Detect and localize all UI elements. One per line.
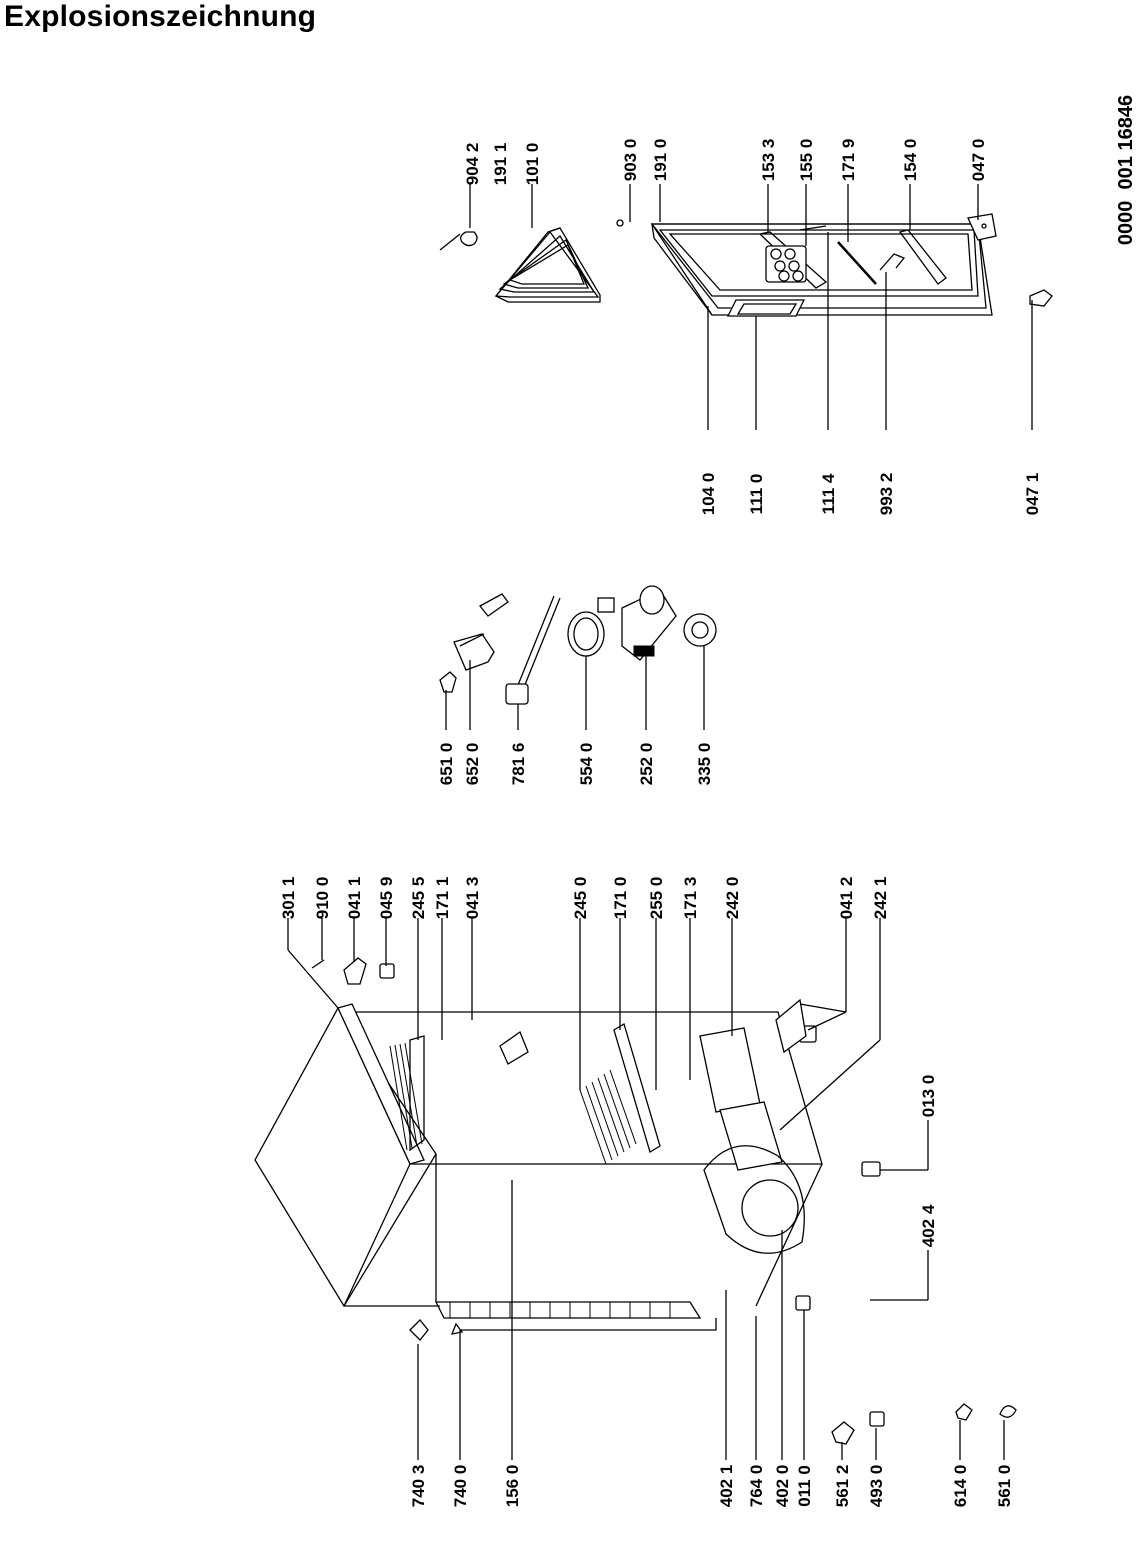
hinge-pin-icon [1029,289,1053,307]
lamp-cover-icon [567,597,615,657]
part-label: 171 1 [433,877,452,920]
part-label: 255 0 [647,877,666,920]
leader-lines [287,184,1033,1460]
part-label: 171 3 [681,877,700,920]
top-small-parts-group [311,957,395,985]
hinge-screw-icon [616,219,624,227]
part-label: 493 0 [867,1465,886,1508]
part-label: 013 0 [919,1075,938,1118]
knob-small-icon [439,671,457,693]
part-label: 111 4 [819,473,838,514]
part-label: 171 9 [839,139,858,182]
part-label: 402 1 [717,1465,736,1508]
door-panel-top [494,227,601,303]
thermostat-icon [453,593,509,671]
part-label: 041 3 [463,877,482,920]
part-label: 156 0 [503,1465,522,1508]
part-label: 191 1 [491,143,510,186]
part-label: 153 3 [759,139,778,182]
control-box-icon [621,585,677,661]
part-label: 047 0 [969,139,988,182]
door-cap-icon [460,231,478,247]
part-label: 402 0 [773,1465,792,1508]
part-label: 740 3 [409,1465,428,1508]
part-label: 651 0 [437,743,456,786]
part-label: 301 1 [279,877,298,920]
part-label: 171 0 [611,877,630,920]
door-main [650,223,993,317]
part-label: 111 0 [747,474,766,515]
part-label: 252 0 [637,743,656,786]
part-label: 904 2 [463,143,482,186]
knob-round-icon [683,613,717,647]
part-label: 561 2 [833,1465,852,1508]
part-label: 245 5 [409,877,428,920]
document-number: 0000 001 16846 [1115,95,1137,245]
door-strip [799,225,827,231]
part-label: 614 0 [951,1465,970,1508]
part-label: 740 0 [451,1465,470,1508]
condenser-clip-icon [409,1319,429,1341]
part-label: 242 1 [871,877,890,920]
part-label: 101 0 [523,143,542,186]
condenser-coil [434,1301,717,1335]
part-label: 245 0 [571,877,590,920]
capillary-tube-icon [505,595,561,705]
part-label: 047 1 [1023,473,1042,516]
part-label: 154 0 [901,139,920,182]
part-labels: 904 2 191 1 101 0 903 0 191 0 153 3 155 … [279,139,1042,1508]
part-label: 652 0 [463,743,482,786]
part-label: 993 2 [877,473,896,516]
cabinet-body [254,998,881,1311]
part-label: 781 6 [509,743,528,786]
part-label: 554 0 [577,743,596,786]
part-label: 045 9 [377,877,396,920]
part-label: 155 0 [797,139,816,182]
part-label: 041 1 [345,877,364,920]
part-label: 335 0 [695,743,714,786]
part-label: 191 0 [651,139,670,182]
part-label: 561 0 [995,1465,1014,1508]
part-label: 011 0 [795,1465,814,1507]
part-label: 104 0 [699,473,718,516]
part-label: 903 0 [621,139,640,182]
small-parts-group [831,1403,1017,1445]
part-label: 402 4 [919,1204,938,1247]
part-label: 764 0 [747,1465,766,1508]
part-label: 910 0 [313,877,332,920]
page-title: Explosionszeichnung [4,0,317,33]
hinge-top-icon [967,213,997,241]
part-label: 242 0 [723,877,742,920]
part-label: 041 2 [837,877,856,920]
